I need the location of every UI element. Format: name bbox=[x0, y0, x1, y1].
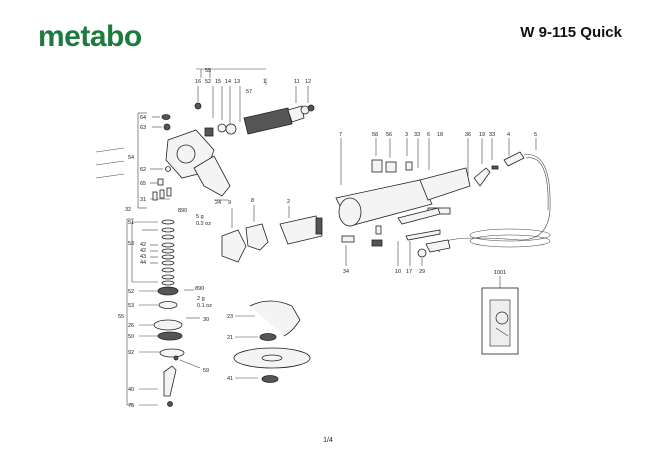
callout-23: 23 bbox=[227, 314, 233, 320]
weight-2-oz: 0.1 oz bbox=[197, 303, 212, 309]
spindle-stack-group bbox=[126, 218, 201, 407]
callout-43: 43 bbox=[140, 254, 146, 260]
weight-1-g: 5 g bbox=[196, 214, 204, 220]
callout-42-b: 42 bbox=[140, 248, 146, 254]
callout-64: 64 bbox=[140, 115, 146, 121]
callout-1: 1 bbox=[263, 79, 266, 85]
detail-box-1001 bbox=[481, 276, 519, 355]
callout-44: 44 bbox=[140, 260, 146, 266]
callout-30: 30 bbox=[203, 317, 209, 323]
washer-icon bbox=[217, 123, 227, 133]
guard-clamp-icon bbox=[153, 319, 183, 331]
callout-32: 32 bbox=[125, 207, 131, 213]
callout-63: 63 bbox=[140, 125, 146, 131]
page-number: 1/4 bbox=[323, 437, 333, 444]
switch-cover-icon bbox=[419, 167, 471, 201]
callout-58: 58 bbox=[372, 132, 378, 138]
callout-7: 7 bbox=[339, 132, 342, 138]
callout-51: 51 bbox=[128, 220, 134, 226]
callout-50: 50 bbox=[128, 334, 134, 340]
clamp-icon bbox=[161, 114, 171, 120]
spring-icon bbox=[204, 127, 214, 137]
callout-890-b: 890 bbox=[195, 286, 204, 292]
callout-11: 11 bbox=[294, 79, 300, 85]
callout-41: 41 bbox=[227, 376, 233, 382]
nut-icon bbox=[194, 102, 202, 110]
callout-59: 59 bbox=[203, 368, 209, 374]
brand-logo: metabo bbox=[38, 20, 142, 53]
callout-40: 40 bbox=[128, 387, 134, 393]
fan-guide-icon bbox=[221, 229, 247, 263]
callout-29: 29 bbox=[419, 269, 425, 275]
callout-19: 19 bbox=[479, 132, 485, 138]
callout-24: 24 bbox=[215, 200, 221, 206]
wheel-guard-icon bbox=[249, 300, 301, 337]
gear-head-group bbox=[95, 112, 231, 209]
model-title: W 9-115 Quick bbox=[520, 24, 622, 41]
callout-18: 18 bbox=[437, 132, 443, 138]
callout-6: 6 bbox=[427, 132, 430, 138]
callout-14: 14 bbox=[225, 79, 231, 85]
callout-21: 21 bbox=[227, 335, 233, 341]
callout-75: 75 bbox=[128, 403, 134, 409]
callout-12: 12 bbox=[305, 79, 311, 85]
callout-31: 31 bbox=[140, 197, 146, 203]
armature-group bbox=[194, 68, 315, 137]
callout-56: 56 bbox=[386, 132, 392, 138]
callout-42-a: 42 bbox=[140, 242, 146, 248]
callout-52: 52 bbox=[205, 79, 211, 85]
callout-55-b: 55 bbox=[118, 314, 124, 320]
callout-3: 3 bbox=[405, 132, 408, 138]
callout-10: 10 bbox=[395, 269, 401, 275]
callout-1001: 1001 bbox=[494, 270, 506, 276]
callout-53-b: 53 bbox=[128, 303, 134, 309]
callout-16: 16 bbox=[195, 79, 201, 85]
callout-92: 92 bbox=[128, 350, 134, 356]
callout-33-a: 33 bbox=[414, 132, 420, 138]
callout-4: 4 bbox=[507, 132, 510, 138]
disc-group bbox=[233, 300, 311, 383]
callout-9: 9 bbox=[228, 200, 231, 206]
bearing-icon bbox=[225, 123, 237, 135]
housing-right-group bbox=[335, 138, 551, 266]
callout-62: 62 bbox=[140, 167, 146, 173]
callout-36: 36 bbox=[465, 132, 471, 138]
callout-17: 17 bbox=[406, 269, 412, 275]
callout-8: 8 bbox=[251, 198, 254, 204]
callout-2: 2 bbox=[287, 199, 290, 205]
fan-icon bbox=[245, 223, 269, 251]
callout-54: 54 bbox=[128, 155, 134, 161]
callout-34: 34 bbox=[343, 269, 349, 275]
gear-wheel-icon bbox=[157, 286, 179, 296]
plug-icon bbox=[425, 239, 451, 253]
callout-33-b: 33 bbox=[489, 132, 495, 138]
motor-housing-group bbox=[221, 205, 323, 263]
callout-53-a: 53 bbox=[128, 241, 134, 247]
weight-2-g: 2 g bbox=[197, 296, 205, 302]
callout-5: 5 bbox=[534, 132, 537, 138]
callout-26: 26 bbox=[128, 323, 134, 329]
callout-13: 13 bbox=[234, 79, 240, 85]
weight-1-oz: 0.2 oz bbox=[196, 221, 211, 227]
spindle-icon bbox=[163, 365, 177, 397]
cable-protector-icon bbox=[503, 151, 525, 167]
callout-890-a: 890 bbox=[178, 208, 187, 214]
callout-55: 55 bbox=[205, 68, 211, 74]
armature-icon bbox=[243, 107, 293, 135]
callout-15: 15 bbox=[215, 79, 221, 85]
stator-icon bbox=[279, 215, 323, 245]
side-handle-icon bbox=[193, 155, 231, 197]
callout-52-b: 52 bbox=[128, 289, 134, 295]
callout-57: 57 bbox=[246, 89, 252, 95]
callout-65: 65 bbox=[140, 181, 146, 187]
